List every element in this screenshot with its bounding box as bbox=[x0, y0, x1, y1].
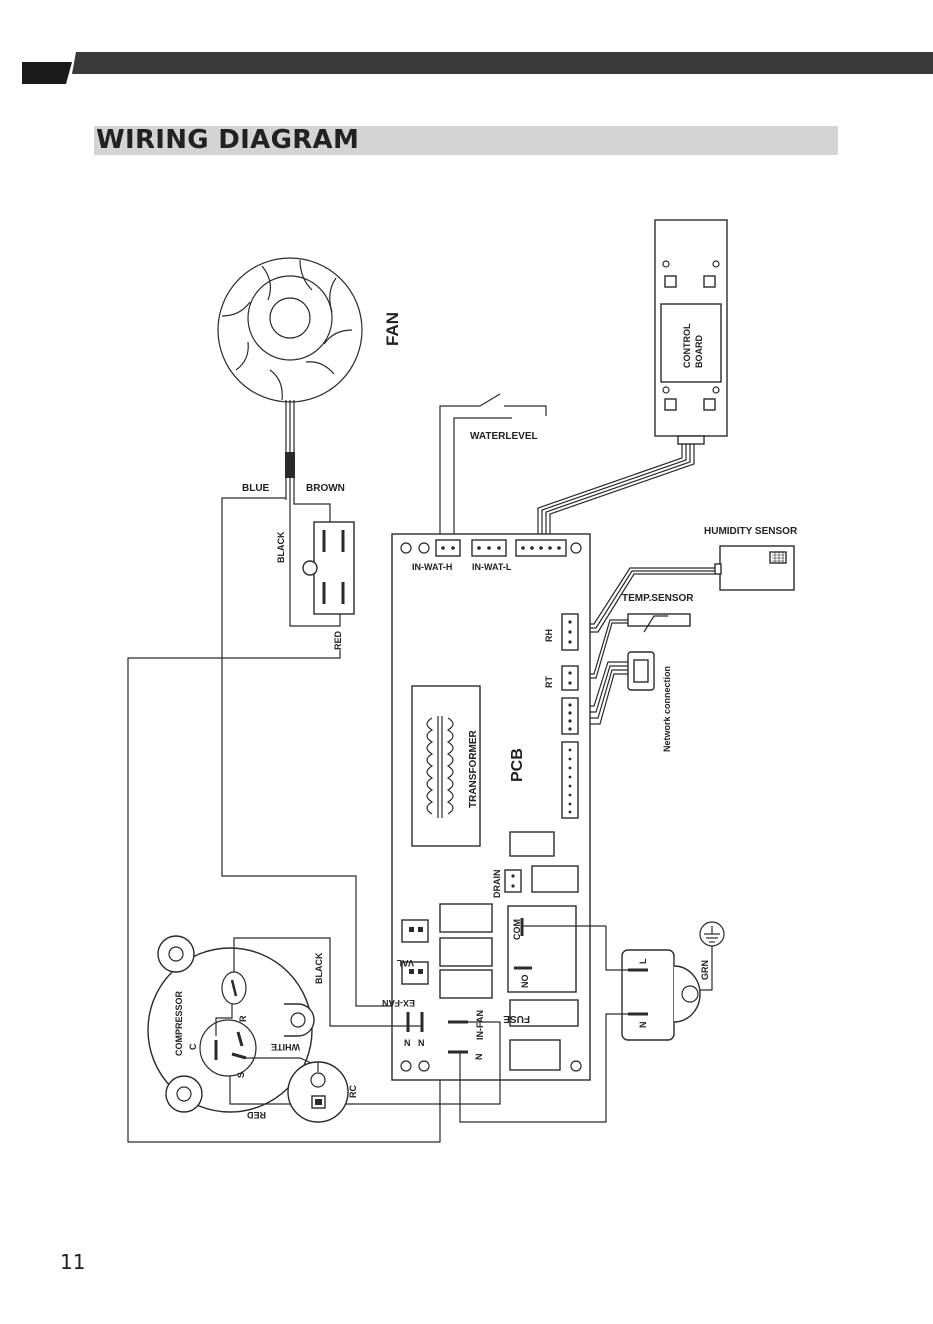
temp-sensor-label: TEMP.SENSOR bbox=[622, 593, 694, 604]
in-fan-label: IN-FAN bbox=[475, 1010, 485, 1040]
wiring-diagram: FAN BLUE BROWN BLACK RED WATERLEVEL bbox=[0, 0, 933, 1200]
plug-n-label: N bbox=[638, 1022, 648, 1029]
humidity-sensor-label: HUMIDITY SENSOR bbox=[704, 526, 798, 537]
control-board-label: CONTROL bbox=[682, 323, 692, 368]
compressor-label: COMPRESSOR bbox=[174, 990, 184, 1056]
rh-label: RH bbox=[544, 629, 554, 642]
pcb-label: PCB bbox=[509, 748, 526, 782]
n-label-2: N bbox=[418, 1038, 425, 1048]
wire-label-black-comp: BLACK bbox=[314, 952, 324, 984]
in-wat-l-label: IN-WAT-L bbox=[472, 562, 512, 572]
n-label-3: N bbox=[474, 1054, 484, 1061]
fan-label: FAN bbox=[383, 312, 402, 346]
no-label: NO bbox=[520, 975, 530, 989]
page-number: 11 bbox=[60, 1250, 85, 1274]
run-capacitor bbox=[288, 1062, 348, 1122]
ex-fan-label: EX-FAN bbox=[382, 998, 415, 1008]
wire-label-black-fan: BLACK bbox=[276, 531, 286, 563]
terminal-c-label: C bbox=[188, 1043, 198, 1050]
control-board-label-2: BOARD bbox=[694, 335, 704, 368]
fan-capacitor bbox=[303, 522, 354, 614]
terminal-s-label: S bbox=[236, 1072, 246, 1078]
grn-label: GRN bbox=[700, 960, 710, 980]
rc-label: RC bbox=[348, 1085, 358, 1098]
wire-label-red-comp: RED bbox=[246, 1110, 266, 1120]
rt-label: RT bbox=[544, 676, 554, 688]
terminal-r-label: R bbox=[238, 1015, 248, 1022]
control-board-cable bbox=[538, 444, 694, 540]
val-label: VAL bbox=[396, 958, 414, 968]
pcb bbox=[392, 534, 606, 1080]
n-label-1: N bbox=[404, 1038, 411, 1048]
drain-label: DRAIN bbox=[492, 870, 502, 899]
com-label: COM bbox=[512, 919, 522, 940]
fan bbox=[218, 258, 362, 500]
transformer-label: TRANSFORMER bbox=[468, 729, 479, 808]
fuse-label: FUSE bbox=[503, 1013, 530, 1024]
wire-label-white: WHITE bbox=[271, 1042, 300, 1052]
plug-l-label: L bbox=[638, 958, 648, 964]
wire-label-brown: BROWN bbox=[306, 483, 345, 494]
network-connection-label: Network connection bbox=[662, 666, 672, 752]
waterlevel-switch bbox=[440, 394, 546, 542]
waterlevel-label: WATERLEVEL bbox=[470, 431, 538, 442]
wire-label-red-fan: RED bbox=[333, 630, 343, 650]
wire-label-blue: BLUE bbox=[242, 483, 270, 494]
in-wat-h-label: IN-WAT-H bbox=[412, 562, 452, 572]
